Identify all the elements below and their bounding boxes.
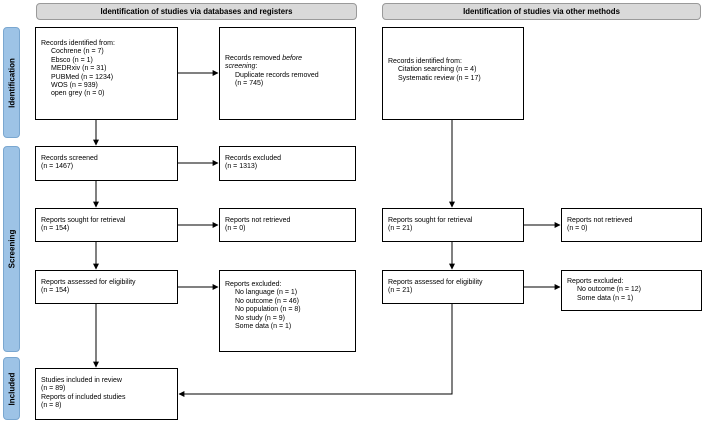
other-reports-assessed-box: Reports assessed for eligibility (n = 21…: [382, 270, 524, 304]
records-excluded-box: Records excluded (n = 1313): [219, 146, 356, 181]
reports-sought-box: Reports sought for retrieval (n = 154): [35, 208, 178, 242]
phase-identification: Identification: [3, 27, 20, 138]
other-reports-sought-box: Reports sought for retrieval (n = 21): [382, 208, 524, 242]
reports-excluded-box: Reports excluded: No language (n = 1) No…: [219, 270, 356, 352]
other-records-identified-box: Records identified from: Citation search…: [382, 27, 524, 120]
studies-included-box: Studies included in review (n = 89) Repo…: [35, 368, 178, 420]
header-databases: Identification of studies via databases …: [36, 3, 357, 20]
arrow-other-assessed-to-included: [178, 304, 453, 397]
records-removed-box: Records removed before screening: Duplic…: [219, 27, 356, 120]
other-reports-not-retrieved-box: Reports not retrieved (n = 0): [561, 208, 702, 242]
reports-assessed-box: Reports assessed for eligibility (n = 15…: [35, 270, 178, 304]
reports-not-retrieved-box: Reports not retrieved (n = 0): [219, 208, 356, 242]
other-reports-excluded-box: Reports excluded: No outcome (n = 12) So…: [561, 270, 702, 311]
records-screened-box: Records screened (n = 1467): [35, 146, 178, 181]
phase-screening: Screening: [3, 146, 20, 352]
records-identified-box: Records identified from: Cochrene (n = 7…: [35, 27, 178, 120]
phase-included: Included: [3, 357, 20, 420]
header-other-methods: Identification of studies via other meth…: [382, 3, 701, 20]
